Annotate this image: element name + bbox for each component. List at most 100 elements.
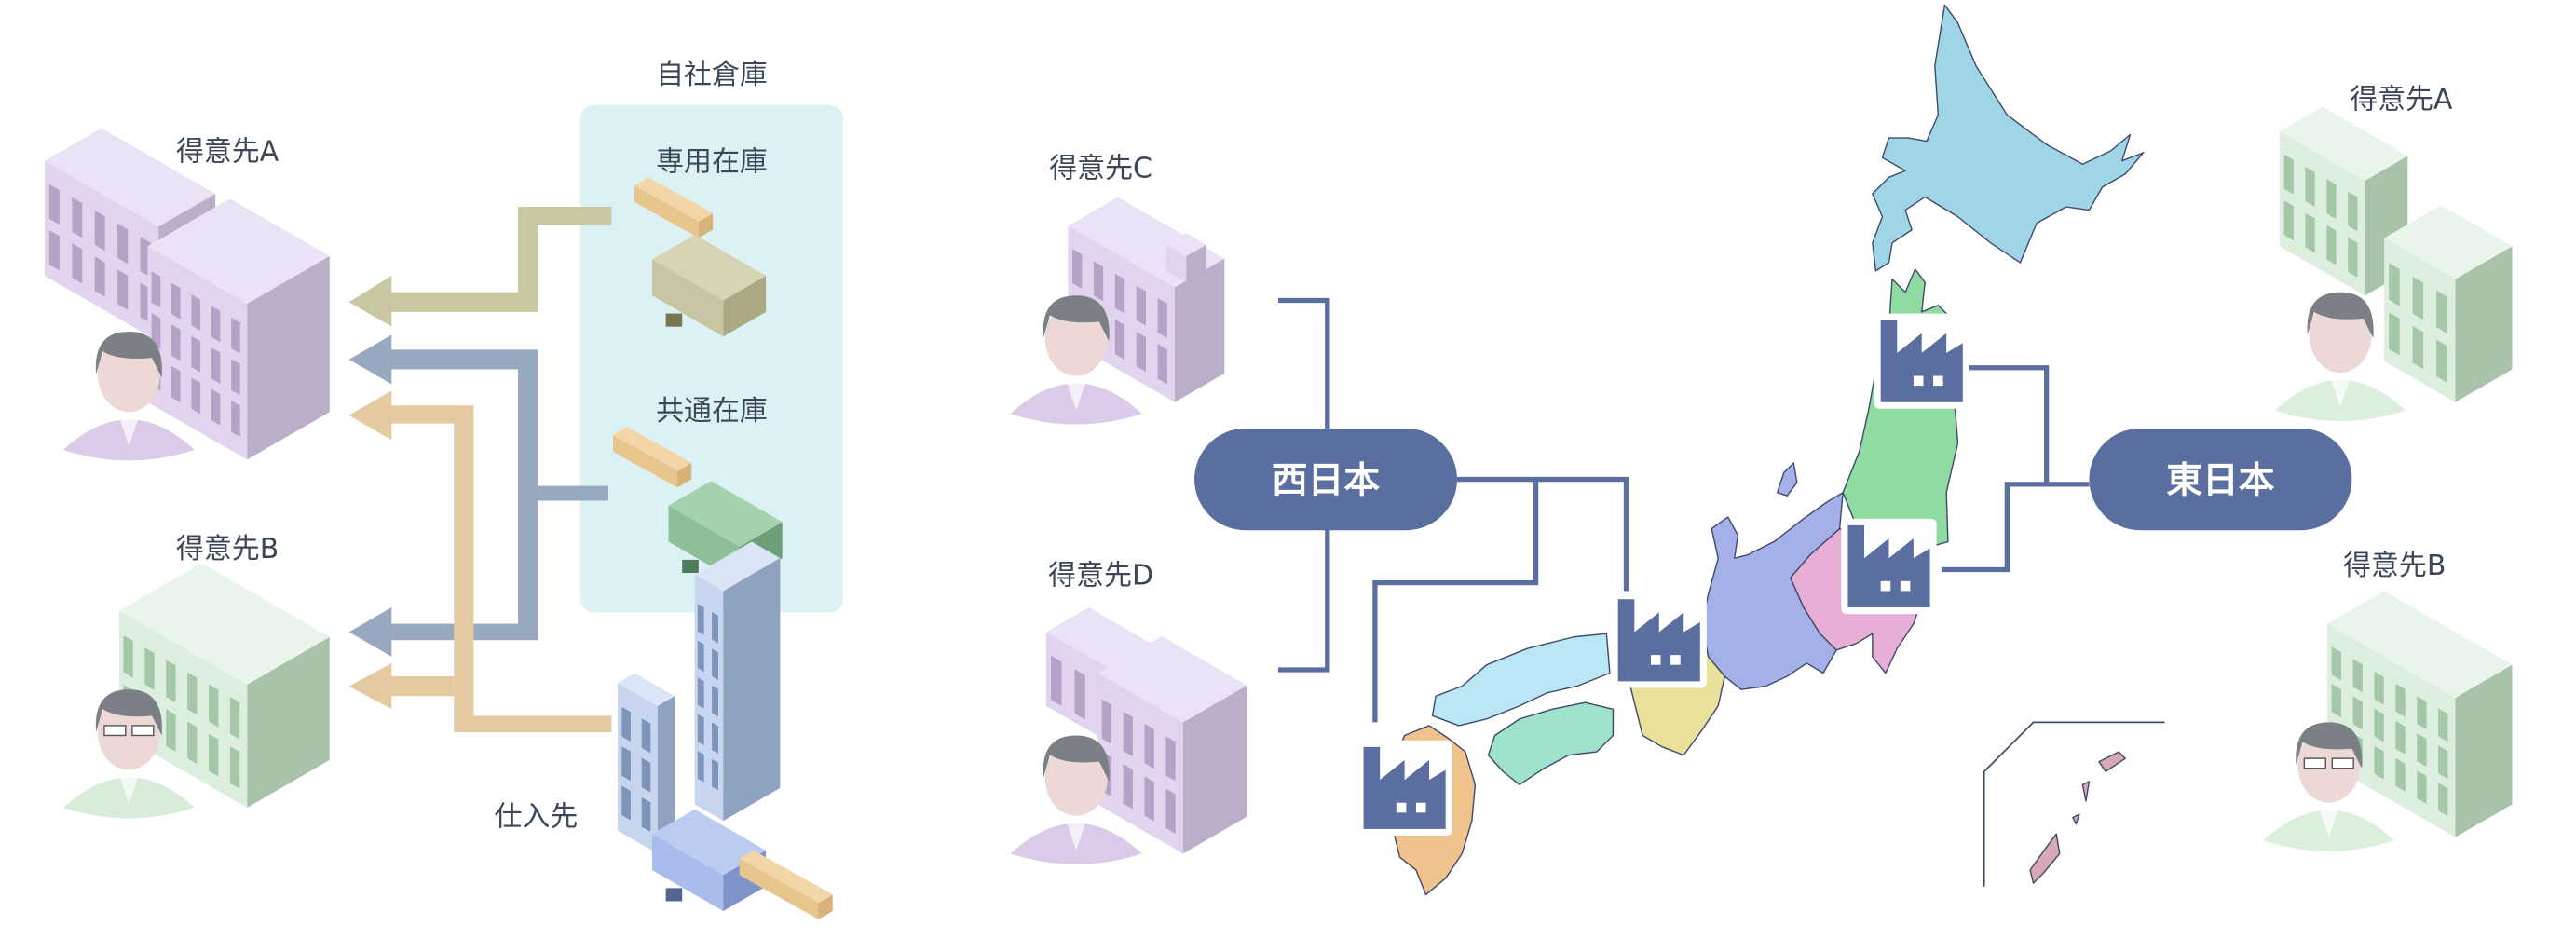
factory-tohoku [1874,313,1969,409]
window [72,197,83,238]
shared-stock-label: 共通在庫 [656,395,768,428]
factory-window [1933,375,1943,387]
customer-a-person [62,331,195,461]
window [641,796,651,833]
customer-d-building [1097,635,1247,854]
window [2389,312,2400,356]
dedicated-warehouse-body-right-face [723,276,767,337]
supplier-tower-top-face [694,541,781,592]
window [697,604,704,635]
window [2305,167,2315,207]
window [48,184,60,225]
customer-a-building-back-top-face [44,128,216,227]
glasses-icon [2331,757,2354,769]
labels: 自社倉庫 専用在庫 共通在庫 得意先A 得意先B 仕入先 得意先C 得意先D 得… [176,59,2453,834]
supplier-arrow [348,390,612,732]
person-shirt [2315,797,2342,837]
window [144,647,155,690]
own-warehouse-title: 自社倉庫 [656,59,768,91]
window [2417,770,2427,804]
left-panel [44,104,843,919]
window [2331,646,2341,681]
customer-c-person [1010,295,1142,425]
window [2436,339,2447,383]
window [209,733,219,777]
customer-a-east-building-back-top-face [2279,106,2408,181]
window [2436,290,2447,333]
supplier-boxes [739,850,833,919]
window [94,210,105,252]
window [1074,669,1085,720]
customer-a-east-building-right-face [2455,246,2513,402]
person-hair [2307,292,2374,339]
customer-b-building-right-face [247,636,330,809]
cardboard-box-left-face [798,891,819,919]
customer-a-east-label: 得意先A [2350,83,2453,116]
customer-a-building-back [44,128,216,342]
dedicated-warehouse [651,235,767,337]
customer-a-east-building-top-face [2384,205,2513,279]
window [2438,782,2448,817]
window [2412,276,2424,320]
window [191,377,201,415]
window [2348,191,2358,232]
customer-c-rooftop-left-face [1165,244,1187,283]
window [697,640,704,673]
window [1136,285,1147,326]
factory-window [1415,802,1426,813]
window [187,672,198,715]
customer-a-east-building [2384,205,2513,402]
window [2374,671,2384,705]
customer-a-east-building-back-left-face [2279,130,2365,296]
window [171,282,181,320]
window [1072,249,1083,290]
window [2331,684,2341,718]
window [191,294,201,332]
cardboard-box-right-face [818,894,833,919]
region-sado [1776,462,1798,497]
window [697,677,704,709]
window [2417,733,2427,767]
customer-a-building-top-face [147,198,330,305]
customer-d-label: 得意先D [1048,559,1153,592]
window [117,224,129,265]
dedicated-stock-label: 専用在庫 [656,145,768,178]
customer-d-building-right-face [1182,685,1247,854]
window [2438,708,2448,742]
window [2348,237,2358,278]
region-shikoku [1487,701,1615,786]
customer-c-building-right-face [1174,258,1225,402]
cardboard-box-left-face [678,210,699,238]
window [641,757,651,793]
customer-b-east-building-top-face [2327,591,2513,698]
supplier-warehouse-body-left-face [651,834,724,912]
east-connectors [1941,365,2090,573]
window [187,721,198,765]
window [697,714,704,746]
cardboard-box [657,451,692,488]
customer-b-person [62,689,195,819]
customer-c-rooftop-right-face [1186,244,1206,283]
window [697,751,704,782]
window [211,306,221,343]
supplier-label: 仕入先 [494,800,578,833]
window [1123,764,1133,810]
customer-b-east-person [2263,722,2395,851]
window [2395,757,2406,792]
factory-window [1396,802,1407,813]
window [1144,723,1154,769]
window [211,347,221,385]
factory-window [1650,655,1661,665]
window [621,785,631,821]
factory-window [1880,580,1891,592]
window [2395,683,2406,717]
window [712,685,718,717]
window [2374,745,2384,780]
cardboard-box-top-face [657,451,692,471]
window [1123,711,1133,756]
window [712,758,718,791]
person-shirt [1063,810,1090,851]
window [166,709,176,752]
warehouse-door [665,313,683,327]
